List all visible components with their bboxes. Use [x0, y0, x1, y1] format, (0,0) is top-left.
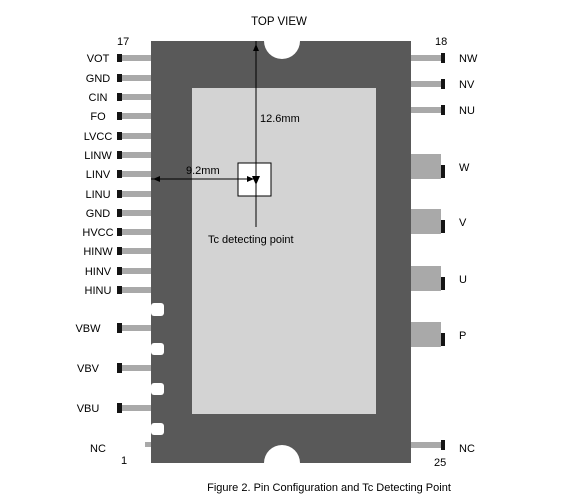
- die-area: [192, 88, 376, 414]
- pin-lead-hinu-12: [122, 287, 151, 293]
- pin-label-cin-2: CIN: [89, 92, 108, 104]
- pin-tip-nw: [441, 53, 445, 63]
- left-pin-labels: VOT GND CIN FO LVCC LINW LINV LINU GND HVCC HINW HI…: [75, 53, 113, 415]
- pin-label-w: W: [459, 162, 470, 174]
- pin-lead-linw-5: [122, 152, 151, 158]
- left-signal-pin-leads: [117, 54, 151, 294]
- pin-lead-gnd-8: [122, 210, 151, 216]
- pin-lead-nw: [411, 55, 441, 61]
- pin-label-vbu: VBU: [77, 403, 100, 415]
- pin-lead-cin-2: [122, 94, 151, 100]
- pin-tip-hinu-12: [117, 286, 122, 294]
- pin-lead-vot-0: [122, 55, 151, 61]
- pin-tip-fo-3: [117, 112, 122, 120]
- pin-tip-w: [441, 165, 445, 178]
- vertical-arrow-top: [253, 44, 259, 51]
- pin-lead-hvcc-9: [122, 229, 151, 235]
- pin-tip-cin-2: [117, 93, 122, 101]
- pin-tip-gnd-1: [117, 74, 122, 82]
- pin-lead-nc-left: [145, 442, 151, 447]
- pin-tip-v: [441, 220, 445, 233]
- pin-lead-linu-7: [122, 191, 151, 197]
- pin-tip-hinv-11: [117, 267, 122, 275]
- body-slot-2: [151, 383, 164, 395]
- pin-tip-vot-0: [117, 54, 122, 62]
- vertical-dimension-label: 12.6mm: [260, 113, 300, 125]
- pin-number-1: 1: [121, 455, 127, 467]
- right-pin-labels: NW NV NU W V U P: [459, 53, 478, 342]
- pin-tip-hvcc-9: [117, 228, 122, 236]
- pin-number-17: 17: [117, 36, 129, 48]
- pin-lead-nv: [411, 81, 441, 87]
- body-slot-3: [151, 423, 164, 435]
- pin-lead-p: [411, 322, 441, 347]
- pin-label-lvcc-4: LVCC: [84, 131, 113, 143]
- pin-tip-lvcc-4: [117, 132, 122, 140]
- pin-lead-linv-6: [122, 171, 151, 177]
- pin-tip-nc-right: [441, 440, 445, 450]
- tc-point-label: Tc detecting point: [208, 234, 294, 246]
- pin-lead-nu: [411, 107, 441, 113]
- figure-caption: Figure 2. Pin Configuration and Tc Detec…: [207, 482, 451, 494]
- pin-tip-p: [441, 333, 445, 346]
- pin-label-gnd-1: GND: [86, 73, 111, 85]
- pin-label-nu: NU: [459, 105, 475, 117]
- pin-label-hvcc-9: HVCC: [82, 227, 113, 239]
- body-slot-1: [151, 343, 164, 355]
- body-slot-0: [151, 303, 164, 316]
- pin-lead-lvcc-4: [122, 133, 151, 139]
- pin-tip-u: [441, 277, 445, 290]
- pin-tip-hinw-10: [117, 247, 122, 255]
- pin-label-linu-7: LINU: [85, 189, 110, 201]
- pin-lead-nc-right: [411, 442, 441, 448]
- pin-tip-nv: [441, 79, 445, 89]
- pin-label-p: P: [459, 330, 466, 342]
- pin-tip-vbv: [117, 363, 122, 373]
- pin-label-fo-3: FO: [90, 111, 106, 123]
- pin-lead-hinw-10: [122, 248, 151, 254]
- pin-lead-u: [411, 266, 441, 291]
- pin-tip-linv-6: [117, 170, 122, 178]
- pin-label-hinw-10: HINW: [83, 246, 113, 258]
- horizontal-arrow-left: [153, 176, 160, 182]
- pin-lead-fo-3: [122, 113, 151, 119]
- pin-tip-vbw: [117, 323, 122, 333]
- horizontal-arrow-right: [247, 176, 254, 182]
- pin-lead-w: [411, 154, 441, 179]
- pin-label-v: V: [459, 217, 467, 229]
- diagram-title: TOP VIEW: [251, 16, 307, 28]
- pin-label-linv-6: LINV: [86, 169, 111, 181]
- horizontal-dimension-label: 9.2mm: [186, 165, 220, 177]
- pin-label-nc-right: NC: [459, 443, 475, 455]
- pin-tip-nu: [441, 105, 445, 115]
- pin-label-vbv: VBV: [77, 363, 100, 375]
- pin-label-linw-5: LINW: [84, 150, 112, 162]
- left-edge-notches: [151, 303, 164, 435]
- pin-number-18: 18: [435, 36, 447, 48]
- pin-label-hinu-12: HINU: [85, 285, 112, 297]
- right-pin-leads: [411, 53, 445, 450]
- vertical-arrow-bottom: [252, 176, 260, 185]
- pin-label-nw: NW: [459, 53, 478, 65]
- pin-label-hinv-11: HINV: [85, 266, 112, 278]
- pin-label-nc-left: NC: [90, 443, 106, 455]
- pin-lead-hinv-11: [122, 268, 151, 274]
- pin-label-vbw: VBW: [75, 323, 101, 335]
- pin-label-gnd-8: GND: [86, 208, 111, 220]
- pin-lead-vbu: [122, 405, 151, 411]
- pin-lead-vbw: [122, 325, 151, 331]
- pin-lead-vbv: [122, 365, 151, 371]
- pin-label-vot-0: VOT: [87, 53, 110, 65]
- pin-lead-v: [411, 209, 441, 234]
- pin-tip-linu-7: [117, 190, 122, 198]
- pin-number-25: 25: [434, 457, 446, 469]
- pin-tip-linw-5: [117, 151, 122, 159]
- pin-lead-gnd-1: [122, 75, 151, 81]
- left-power-pin-leads: [117, 323, 151, 447]
- pin-label-u: U: [459, 274, 467, 286]
- pin-tip-gnd-8: [117, 209, 122, 217]
- pin-tip-vbu: [117, 403, 122, 413]
- pin-label-nv: NV: [459, 79, 475, 91]
